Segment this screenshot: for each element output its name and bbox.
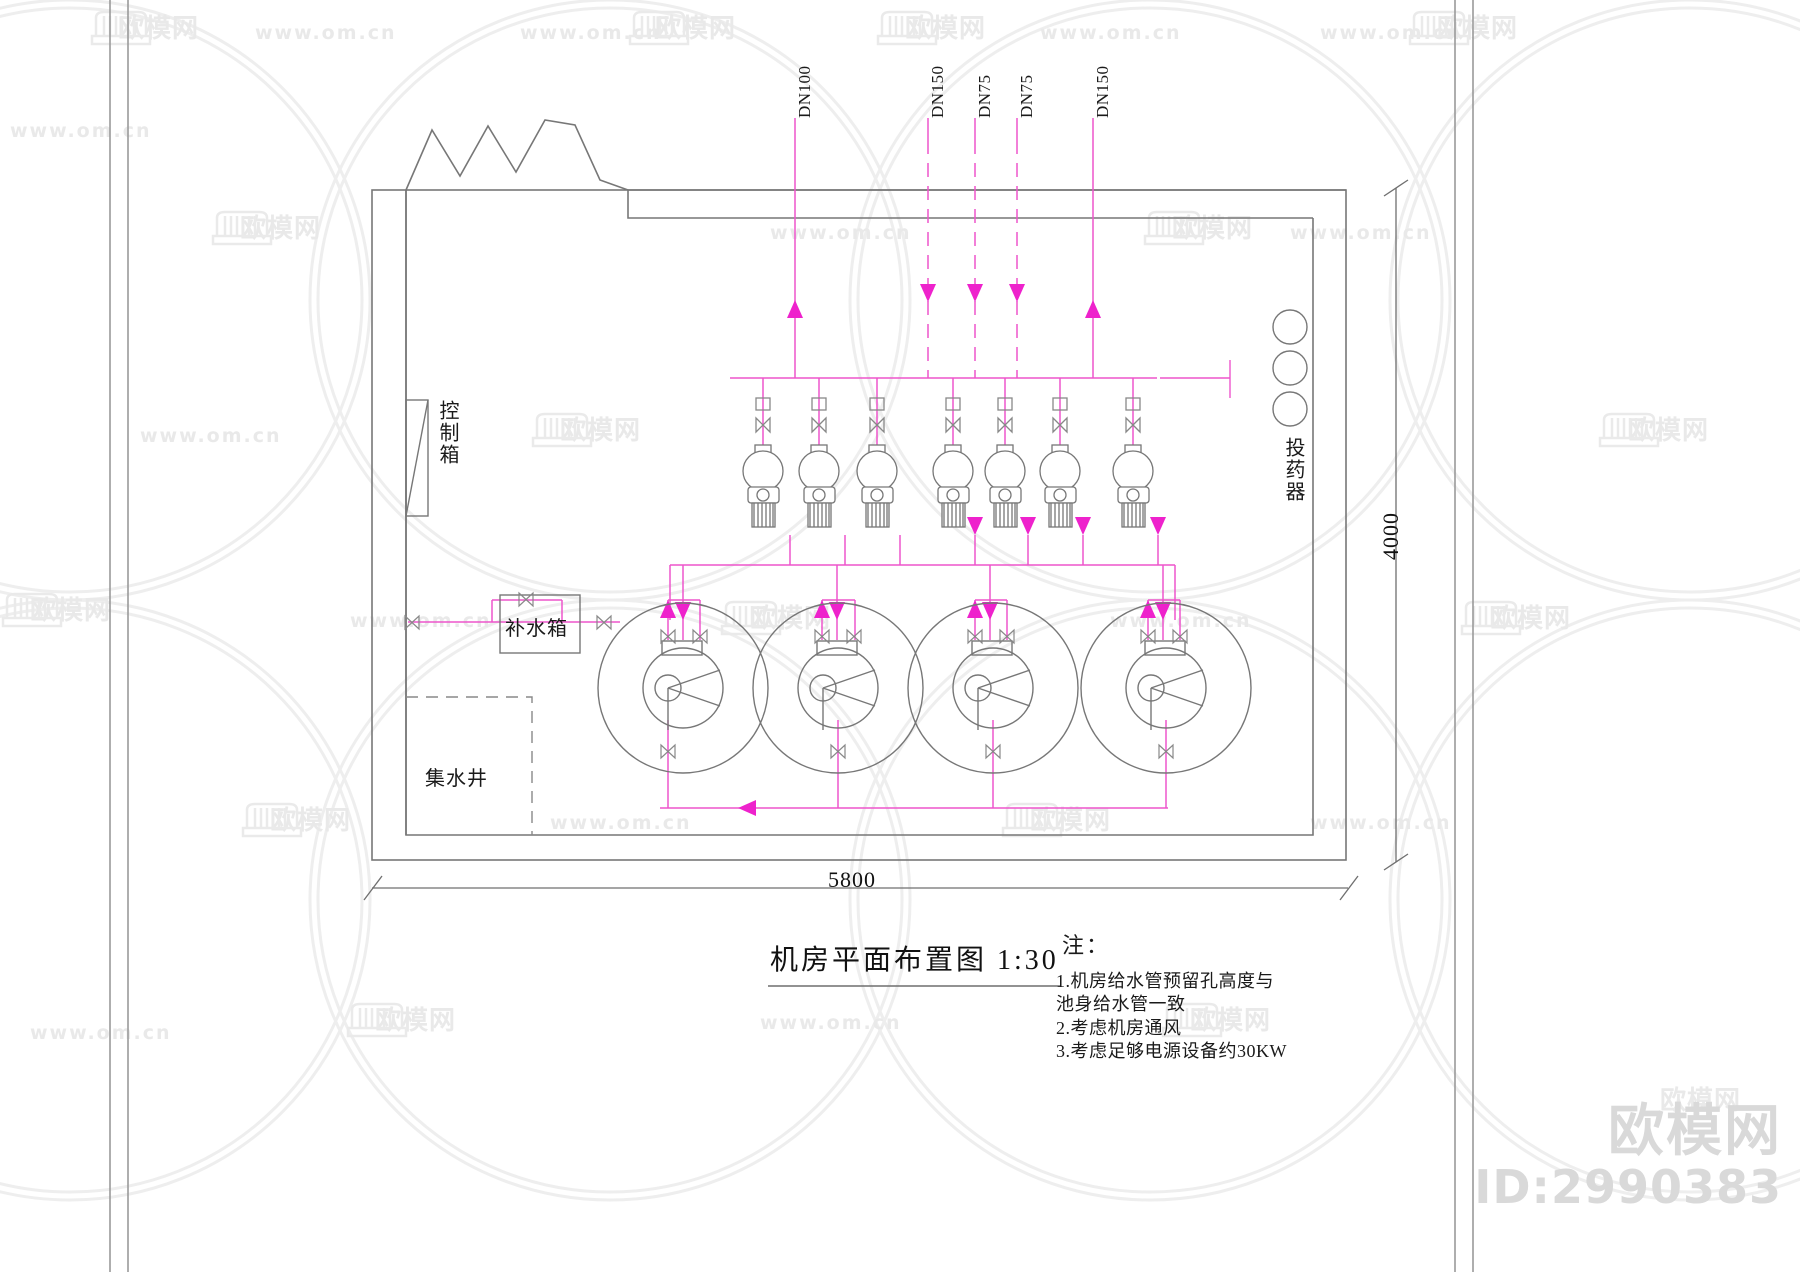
makeup-tank-symbol: [499, 594, 581, 654]
brand-id: ID:2990383: [1474, 1160, 1782, 1214]
pump-unit: [798, 444, 840, 528]
notes-item: 3.考虑足够电源设备约30KW: [1056, 1041, 1287, 1062]
room-outer-wall: [371, 189, 1347, 861]
dimension-height-text: 4000: [1378, 512, 1403, 560]
notes-heading: 注：: [1062, 933, 1111, 958]
dosing-device-symbol: [1272, 309, 1308, 427]
notes-item: 池身给水管一致: [1056, 994, 1186, 1015]
pump-valves: [755, 397, 1141, 434]
pipe-label-dn150-a: DN150: [928, 65, 947, 118]
filter-unit: [752, 602, 924, 774]
pump-unit: [1112, 444, 1154, 528]
makeup-tank-valves: [404, 591, 612, 631]
filter-unit: [597, 602, 769, 774]
brand-name: 欧模网: [1608, 1099, 1782, 1164]
pump-group: [742, 444, 1154, 528]
drawing-title: 机房平面布置图 1:30: [770, 945, 1059, 976]
flow-arrows: [660, 284, 1171, 816]
page-frame: [109, 0, 1474, 1272]
filter-valves: [660, 628, 1188, 760]
notes-block: 注： 1.机房给水管预留孔高度与 池身给水管一致 2.考虑机房通风 3.考虑足够…: [1056, 928, 1287, 1064]
control-box-label: 控制箱: [436, 400, 458, 466]
notes-item: 1.机房给水管预留孔高度与: [1056, 971, 1274, 991]
dosing-device-label: 投药器: [1282, 437, 1304, 503]
room-inner-wall: [405, 190, 1314, 836]
pipe-label-dn75-b: DN75: [1017, 74, 1036, 118]
notes-item: 2.考虑机房通风: [1056, 1017, 1182, 1038]
pipe-network: [408, 118, 1230, 809]
control-box-symbol: [405, 399, 429, 517]
dimension-width-text: 5800: [828, 867, 876, 892]
makeup-tank-label: 补水箱: [505, 618, 568, 640]
filter-unit: [907, 602, 1079, 774]
pipe-label-dn100: DN100: [795, 65, 814, 118]
sump-pit-label: 集水井: [425, 768, 488, 790]
pump-unit: [742, 444, 784, 528]
sump-pit-outline: [406, 696, 533, 835]
pump-unit: [1039, 444, 1081, 528]
pipe-label-dn150-b: DN150: [1093, 65, 1112, 118]
pump-unit: [984, 444, 1026, 528]
pump-unit: [856, 444, 898, 528]
dimension-width: [363, 875, 1359, 901]
top-beam: [627, 189, 1346, 219]
break-line-symbol: [405, 119, 629, 191]
filter-group: [597, 602, 1252, 774]
pipe-label-dn75-a: DN75: [975, 74, 994, 118]
dimension-height: [1383, 179, 1409, 871]
pump-unit: [932, 444, 974, 528]
filter-unit: [1080, 602, 1252, 774]
